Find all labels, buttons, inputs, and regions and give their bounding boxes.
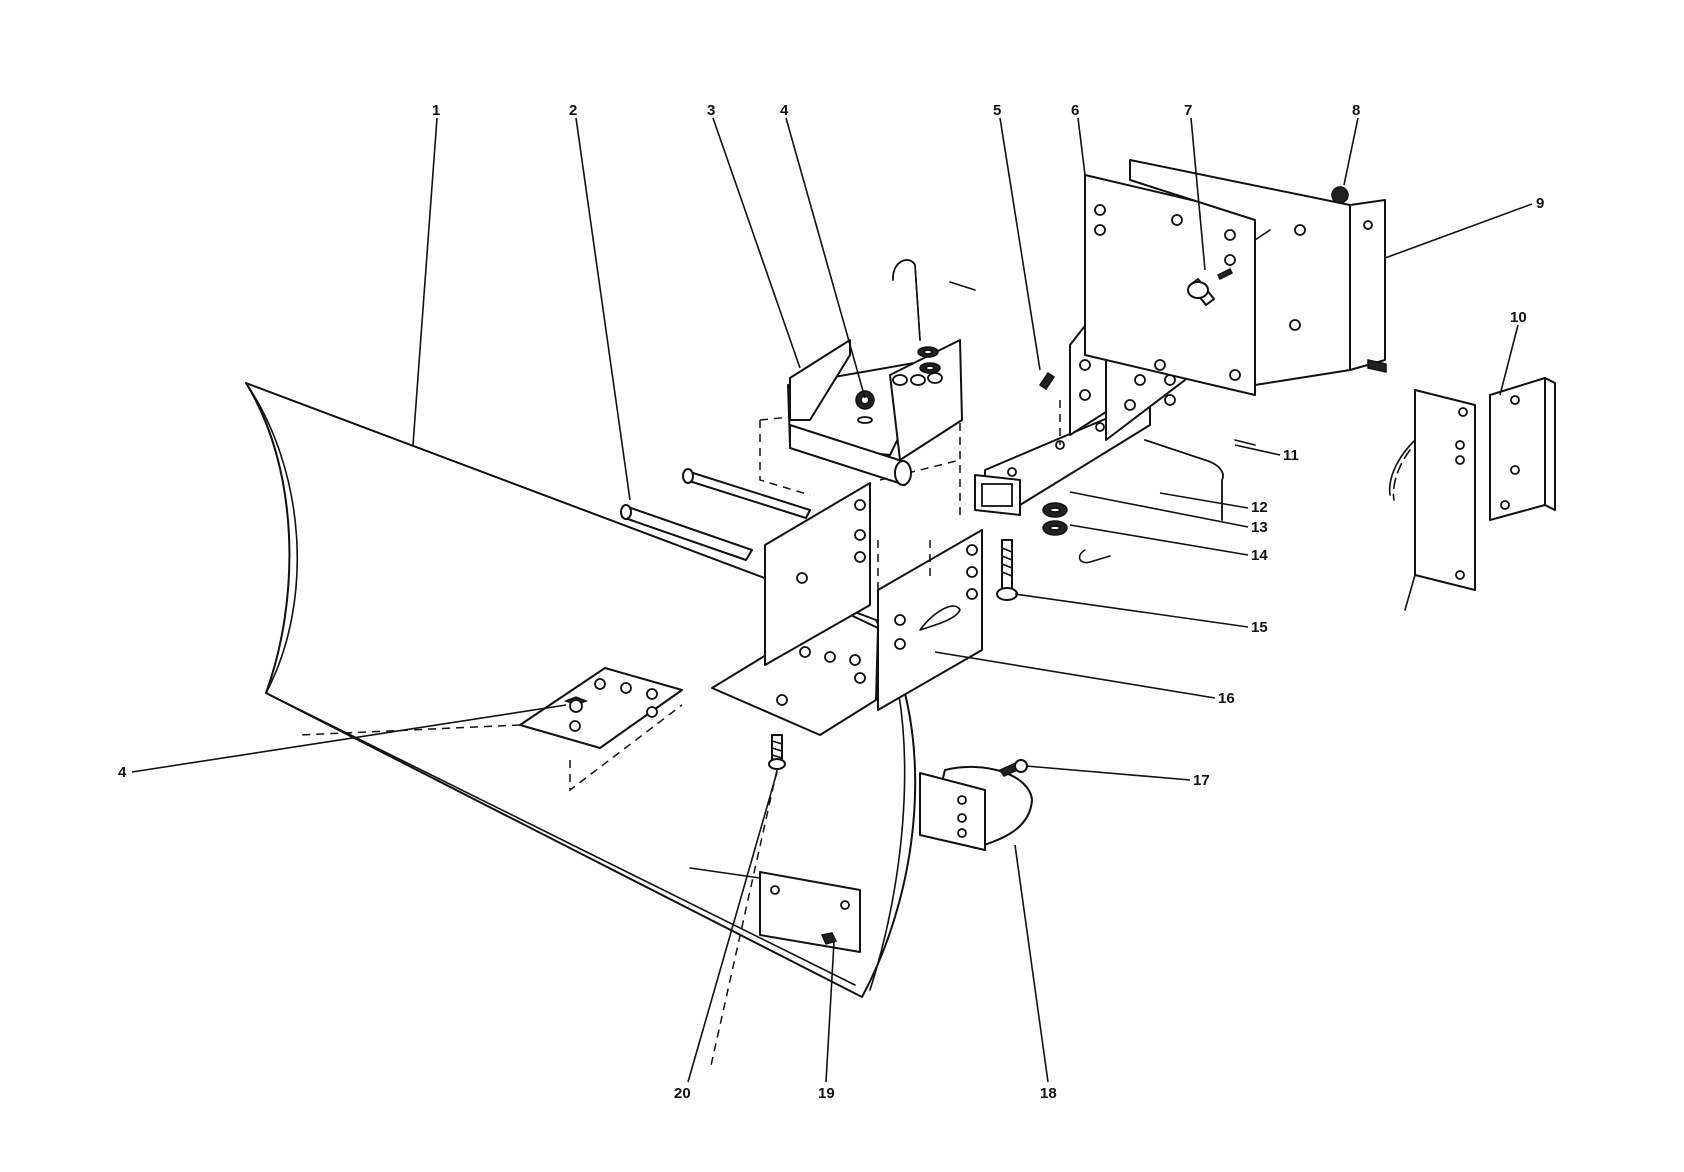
pivot-pin <box>620 468 811 561</box>
leader-lines <box>131 117 1533 1083</box>
callout-7: 7 <box>1184 102 1192 119</box>
callout-5: 5 <box>993 102 1001 119</box>
carriage-bolt <box>1187 267 1234 306</box>
callout-1: 1 <box>432 102 440 119</box>
side-angle-bracket <box>1388 377 1556 611</box>
callout-labels: 1 2 3 4 5 6 7 8 9 10 11 12 13 14 15 16 1… <box>118 102 1544 1102</box>
callout-18: 18 <box>1040 1085 1057 1102</box>
callout-4-upper: 4 <box>780 102 789 119</box>
callout-6: 6 <box>1071 102 1079 119</box>
callout-15: 15 <box>1251 619 1268 636</box>
hardware-stack <box>996 502 1111 601</box>
callout-4-lower: 4 <box>118 764 127 781</box>
callout-12: 12 <box>1251 499 1268 516</box>
callout-3: 3 <box>707 102 715 119</box>
callout-19: 19 <box>818 1085 835 1102</box>
pivot-bracket <box>787 339 963 486</box>
callout-9: 9 <box>1536 195 1544 212</box>
lower-bolt <box>709 734 786 1071</box>
locking-pin <box>892 259 1056 391</box>
mounting-plate <box>1084 174 1256 396</box>
callout-11: 11 <box>1283 447 1299 464</box>
callout-14: 14 <box>1251 547 1268 564</box>
skid-shoe <box>919 759 1033 851</box>
callout-2: 2 <box>569 102 577 119</box>
callout-17: 17 <box>1193 772 1210 789</box>
callout-16: 16 <box>1218 690 1235 707</box>
callout-20: 20 <box>674 1085 691 1102</box>
callout-10: 10 <box>1510 309 1527 326</box>
frame-bracket <box>1129 159 1387 386</box>
lower-mount-plate <box>299 667 683 792</box>
callout-8: 8 <box>1352 102 1360 119</box>
a-frame-pivot-assembly <box>711 399 983 736</box>
callout-13: 13 <box>1251 519 1268 536</box>
hitch-pin <box>1144 439 1256 521</box>
